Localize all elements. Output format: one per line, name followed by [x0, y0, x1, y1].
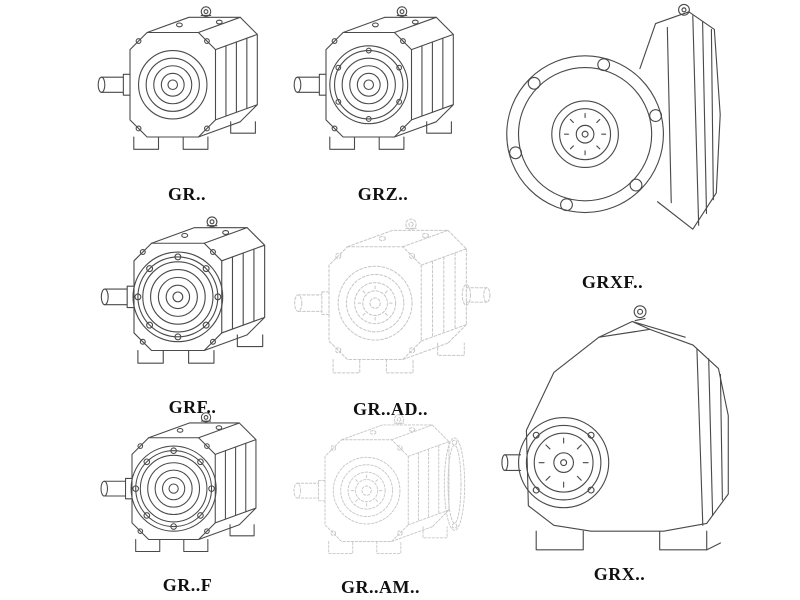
figure-grf: GRF..	[95, 214, 290, 418]
helical-gearbox-flange-mounted-small-drawing	[95, 410, 280, 572]
figure-gr-f: GR..F	[95, 410, 280, 596]
figure-grz: GRZ..	[288, 4, 478, 205]
figure-label-gr-am: GR..AM..	[341, 576, 420, 597]
figure-label-grz: GRZ..	[357, 184, 409, 205]
helical-gearbox-flange-mounted-drawing	[95, 214, 290, 385]
figure-grx: GRX..	[497, 298, 742, 585]
figure-gr-ad: GR..AD..	[288, 216, 493, 420]
figure-label-grf: GRF..	[168, 396, 217, 417]
figure-label-gr-f: GR..F	[162, 574, 213, 595]
figure-label-grx: GRX..	[593, 563, 646, 584]
figure-gr-am: GR..AM..	[288, 412, 473, 598]
figure-label-grxf: GRXF..	[581, 272, 644, 293]
figure-label-gr-ad: GR..AD..	[353, 399, 428, 420]
helical-gearbox-motor-flange-phantom-drawing	[288, 412, 473, 574]
helical-gearbox-large-foot-mounted-drawing	[497, 298, 742, 563]
figure-label-gr: GR..	[168, 184, 206, 205]
figure-grxf: GRXF..	[495, 2, 730, 293]
helical-gearbox-flange-front-view-drawing	[495, 2, 730, 266]
helical-gearbox-input-adapter-phantom-drawing	[288, 216, 493, 395]
helical-gearbox-foot-mounted-drawing	[92, 4, 282, 170]
helical-gearbox-foot-mounted-z-drawing	[288, 4, 478, 170]
figure-gr: GR..	[92, 4, 282, 205]
